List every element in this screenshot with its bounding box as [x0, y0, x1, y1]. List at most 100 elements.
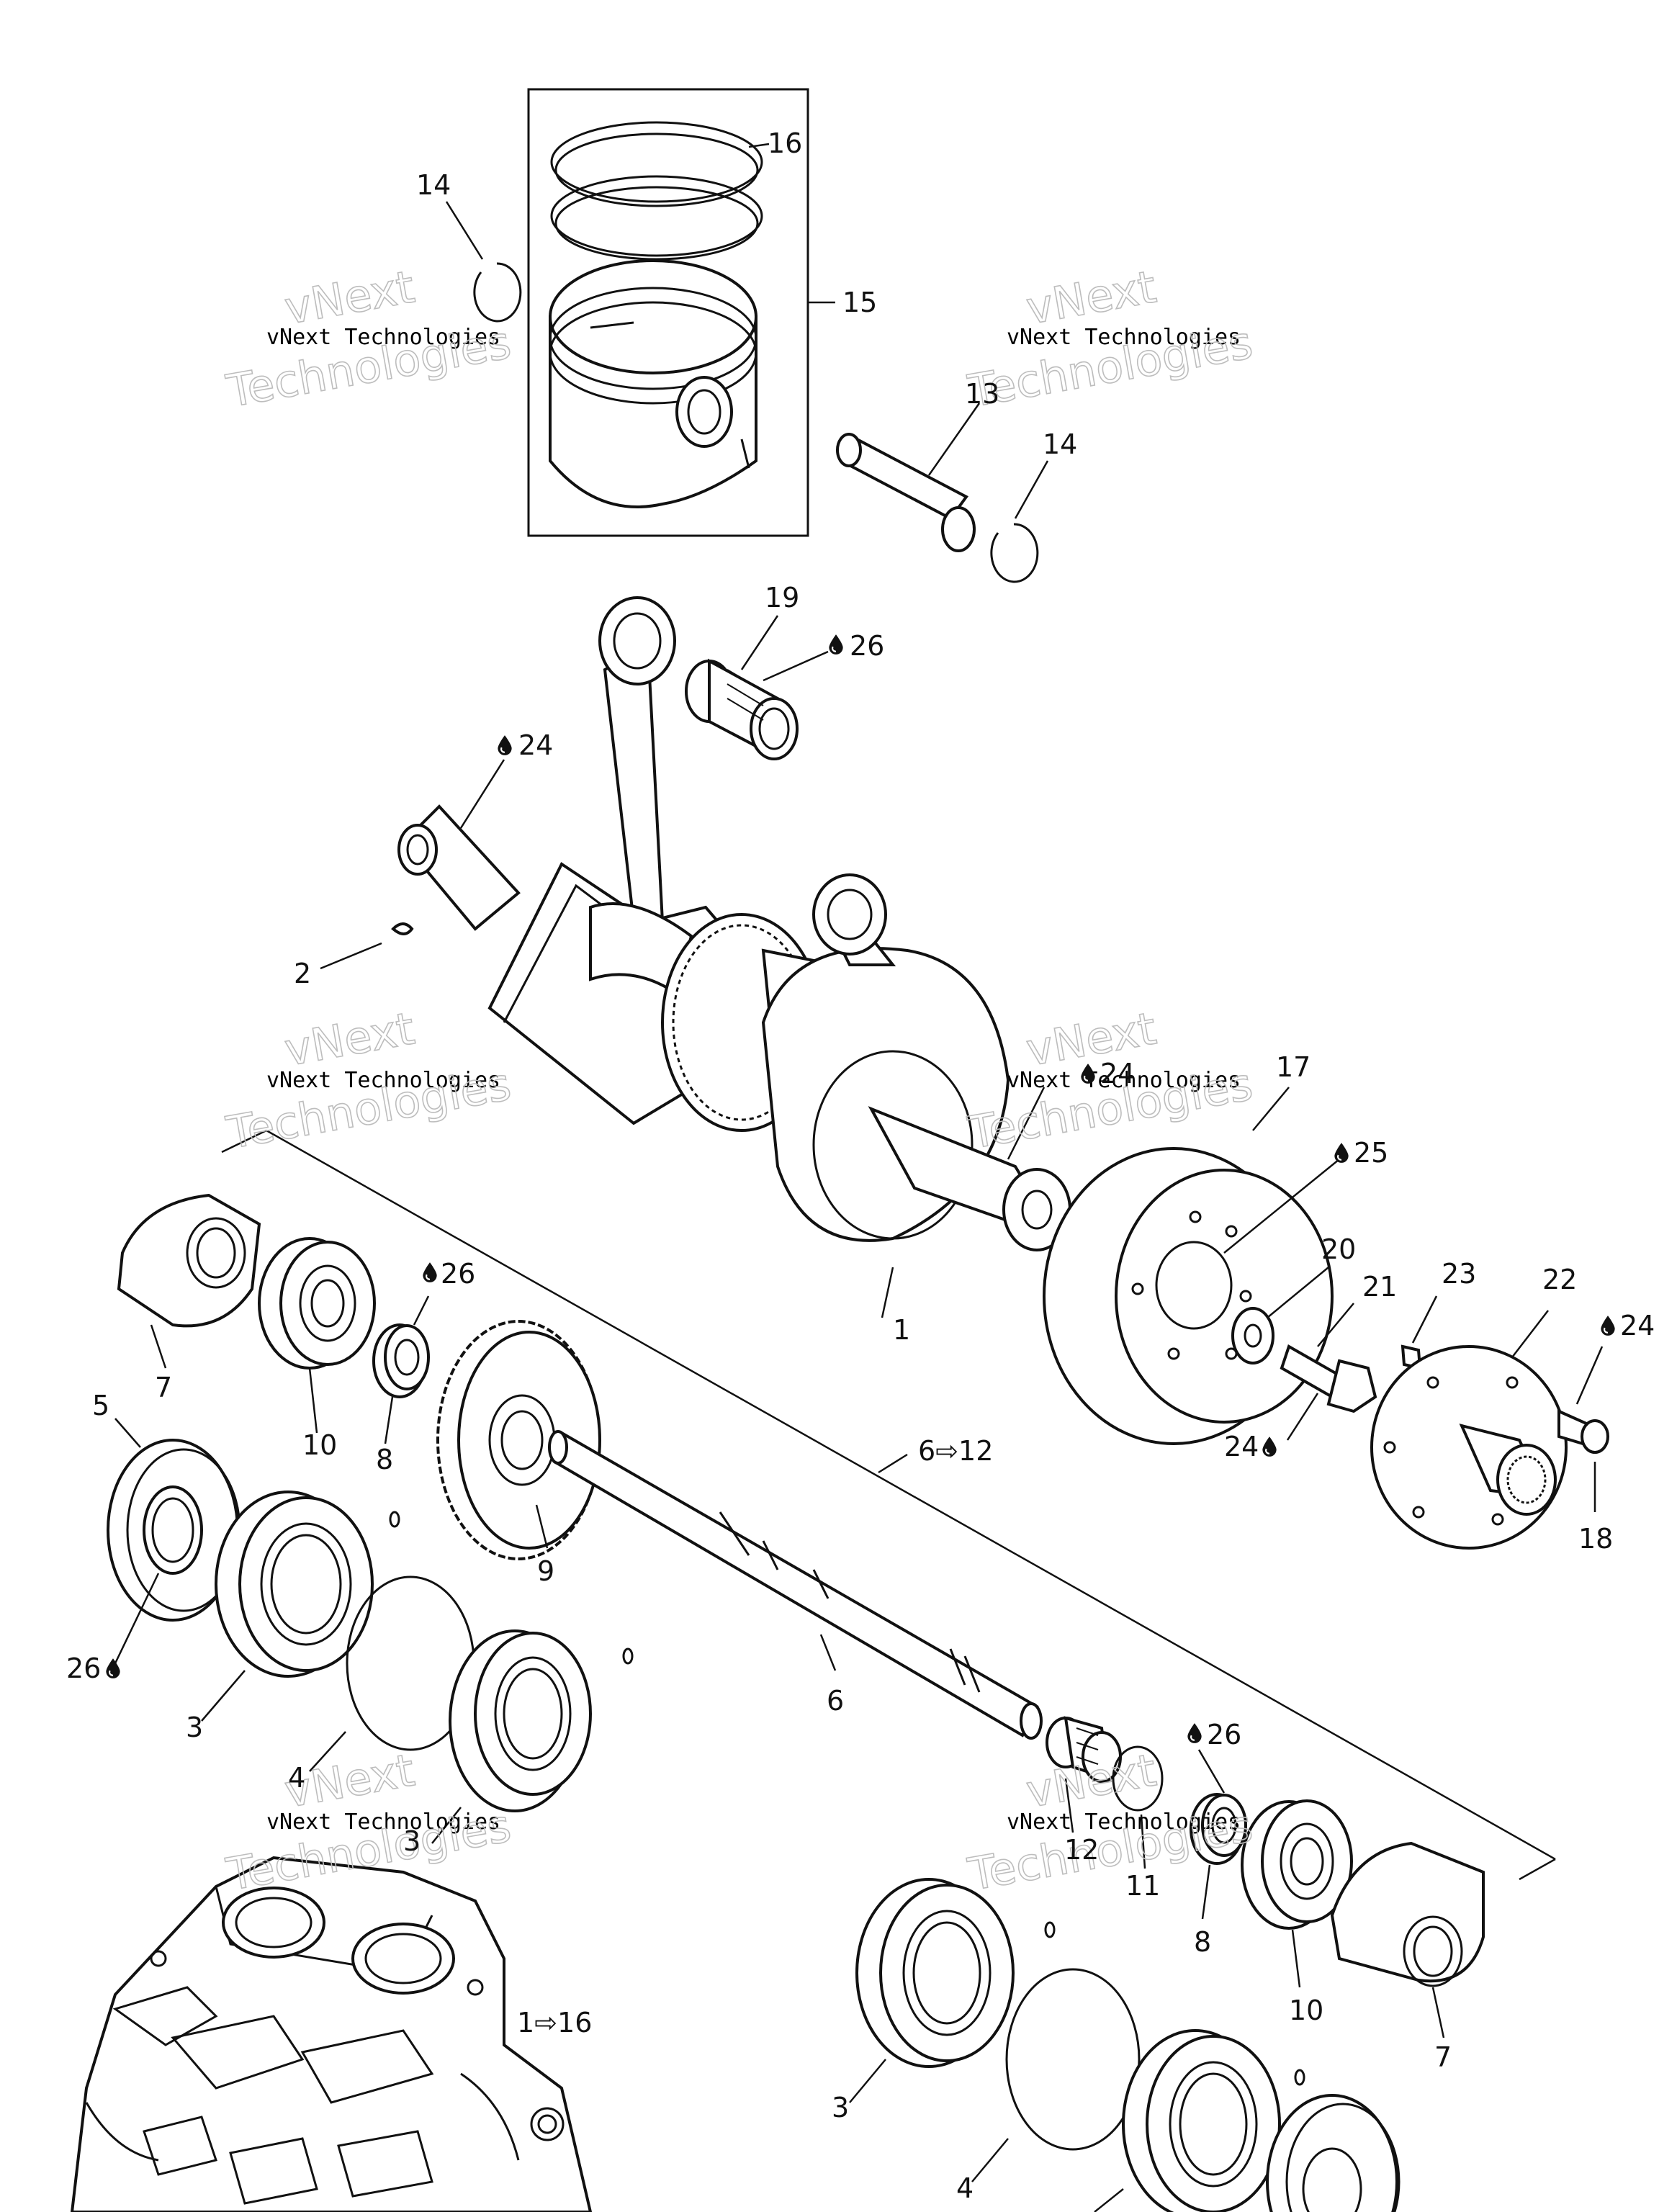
callout-8: 8 — [1194, 1926, 1211, 1958]
callout-26: 26 — [1207, 1719, 1241, 1750]
piston-rings[interactable] — [550, 121, 770, 261]
dowel-d[interactable] — [1294, 2069, 1305, 2086]
callout-14: 14 — [416, 169, 451, 201]
oil-seal-lower[interactable] — [1190, 1749, 1247, 1920]
svg-text:vNext Technologies: vNext Technologies — [1007, 325, 1241, 350]
oil-drop-icon — [1262, 1436, 1277, 1457]
callout-10: 10 — [302, 1429, 337, 1461]
watermark-1: vNext Technologies vNext Technologies — [222, 260, 515, 418]
callout-26: 26 — [850, 630, 884, 662]
flywheel[interactable] — [1043, 1087, 1340, 1445]
crankshaft-assembly[interactable] — [397, 596, 1071, 1318]
callout-16: 16 — [768, 127, 802, 159]
svg-text:vNext Technologies: vNext Technologies — [1007, 1068, 1241, 1093]
circlip-right[interactable] — [990, 460, 1049, 583]
watermark-6: vNext Technologies vNext Technologies — [963, 1743, 1256, 1902]
ring-seal[interactable] — [107, 1418, 241, 1664]
callout-3: 3 — [186, 1712, 203, 1743]
oil-seal-upper[interactable] — [372, 1295, 430, 1444]
callout-20: 20 — [1321, 1233, 1356, 1265]
oil-drop-icon — [422, 1262, 438, 1283]
svg-text:vNext: vNext — [281, 260, 418, 334]
oil-drop-icon — [1334, 1142, 1349, 1164]
callout-4: 4 — [956, 2172, 974, 2204]
callout-4: 4 — [288, 1762, 305, 1794]
callout-10: 10 — [1289, 1995, 1323, 2026]
callout-9: 9 — [537, 1555, 554, 1587]
callout-26: 26 — [441, 1258, 475, 1290]
callout-13: 13 — [965, 378, 999, 410]
roller-bearing-3[interactable] — [849, 1878, 1015, 2103]
piston-kit-frame — [527, 88, 835, 537]
callout-19: 19 — [765, 582, 799, 613]
oil-drop-icon — [497, 734, 513, 756]
callout-crankcase-range: 1⇨16 — [517, 2007, 592, 2038]
callout-21: 21 — [1362, 1271, 1397, 1303]
roller-bearing-1[interactable] — [201, 1491, 374, 1722]
bearing-cover-lower[interactable] — [1330, 1841, 1485, 2038]
oil-drop-icon — [1600, 1315, 1616, 1336]
callout-7: 7 — [155, 1372, 172, 1403]
svg-text:vNext: vNext — [1022, 1002, 1160, 1076]
callout-3: 3 — [832, 2092, 849, 2123]
callout-24: 24 — [1620, 1310, 1655, 1341]
dowel-a[interactable] — [389, 1511, 400, 1528]
callout-7: 7 — [1434, 2041, 1452, 2073]
watermark-3: vNext Technologies vNext Technologies — [222, 1002, 515, 1160]
flywheel-washer[interactable] — [1231, 1267, 1329, 1364]
callout-23: 23 — [1442, 1258, 1476, 1290]
piston[interactable] — [549, 259, 757, 508]
balancer-shaft[interactable] — [548, 1430, 1043, 1740]
callout-24: 24 — [518, 729, 553, 761]
crankcase[interactable] — [70, 1856, 593, 2212]
retaining-ring[interactable] — [1112, 1745, 1164, 1869]
oil-drop-icon — [1187, 1722, 1202, 1744]
oil-drop-icon — [828, 634, 844, 655]
woodruff-key[interactable] — [320, 922, 414, 970]
svg-text:vNext Technologies: vNext Technologies — [1007, 1809, 1241, 1835]
callout-25: 25 — [1354, 1137, 1388, 1169]
callout-3: 3 — [403, 1825, 421, 1857]
dowel-c[interactable] — [1044, 1921, 1056, 1938]
svg-text:vNext Technologies: vNext Technologies — [266, 1809, 500, 1835]
svg-text:vNext: vNext — [1022, 1743, 1160, 1817]
needle-bearing-shaft[interactable] — [1046, 1716, 1122, 1833]
bearing-cover-upper[interactable] — [117, 1193, 261, 1369]
dowel-b[interactable] — [622, 1647, 634, 1665]
callout-6: 6 — [827, 1685, 844, 1717]
ball-bearing-lower[interactable] — [1241, 1799, 1353, 1988]
ring-seal-lower[interactable] — [1266, 2094, 1401, 2212]
balancer-gear[interactable] — [436, 1320, 601, 1560]
callout-17: 17 — [1276, 1051, 1310, 1083]
needle-bearing-small-end[interactable] — [685, 615, 829, 760]
ball-bearing-upper[interactable] — [258, 1237, 376, 1434]
callout-22: 22 — [1542, 1264, 1577, 1295]
drive-coupling[interactable] — [1370, 1310, 1568, 1550]
callout-15: 15 — [842, 287, 877, 318]
callout-labels: 1 2 3 3 3 4 4 5 6 6⇨12 7 7 8 8 9 10 10 1… — [66, 127, 1655, 2204]
callout-12: 12 — [1064, 1834, 1099, 1866]
callout-6-range: 6⇨12 — [918, 1435, 993, 1467]
callout-2: 2 — [294, 958, 311, 989]
roller-bearing-2[interactable] — [431, 1629, 592, 1844]
watermark-2: vNext Technologies vNext Technologies — [963, 260, 1256, 418]
o-ring-lower[interactable] — [971, 1968, 1141, 2182]
circlip-left[interactable] — [445, 201, 522, 323]
svg-text:vNext Technologies: vNext Technologies — [266, 325, 500, 350]
assembly-axis-lines — [221, 1129, 1556, 1881]
svg-text:vNext: vNext — [281, 1002, 418, 1076]
callout-24: 24 — [1100, 1058, 1135, 1089]
svg-text:vNext Technologies: vNext Technologies — [266, 1068, 500, 1093]
callout-8: 8 — [376, 1444, 393, 1475]
piston-pin[interactable] — [836, 403, 981, 552]
callout-24: 24 — [1224, 1431, 1259, 1462]
callout-26: 26 — [66, 1653, 101, 1684]
coupling-screw[interactable] — [1557, 1346, 1609, 1512]
oil-drop-icon — [105, 1658, 121, 1679]
callout-11: 11 — [1125, 1870, 1160, 1902]
roller-bearing-4[interactable] — [1094, 2029, 1281, 2212]
callout-18: 18 — [1578, 1523, 1613, 1555]
flywheel-bolt[interactable] — [1280, 1303, 1377, 1441]
svg-text:vNext: vNext — [1022, 260, 1160, 334]
